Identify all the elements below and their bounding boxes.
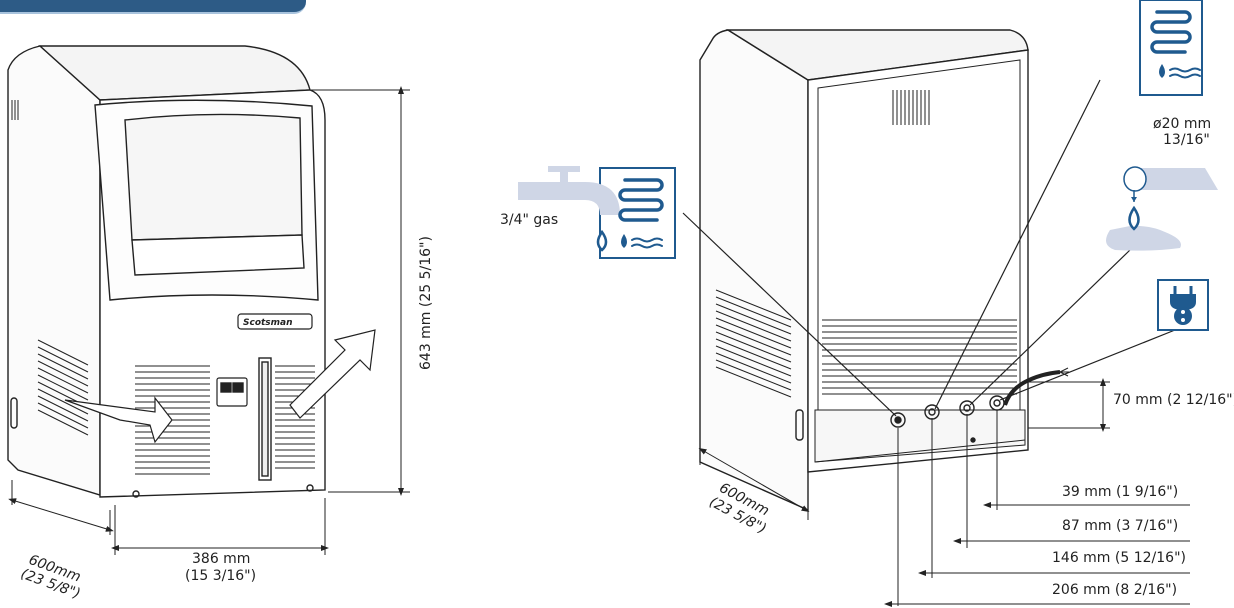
rear-leaders xyxy=(682,79,1176,417)
rear-unit xyxy=(699,29,1069,512)
power-plug-icon xyxy=(1157,279,1209,331)
rear-dimensions xyxy=(698,378,1190,607)
offset-label-39: 39 mm (1 9/16") xyxy=(1062,484,1179,500)
drain-label: ø20 mm xyxy=(1153,116,1212,132)
front-height-label: 643 mm (25 5/16") xyxy=(418,236,434,370)
front-width-imperial-label: (15 3/16") xyxy=(185,568,257,584)
front-width-label: 386 mm xyxy=(192,551,251,567)
front-dimensions xyxy=(8,86,410,555)
offset-label-146: 146 mm (5 12/16") xyxy=(1052,550,1186,566)
header-tab xyxy=(0,0,306,14)
condenser-coil-icon xyxy=(1139,0,1203,96)
drain-pipe-icon xyxy=(1106,166,1218,251)
base-height-label: 70 mm (2 12/16") xyxy=(1113,392,1234,408)
front-unit xyxy=(7,45,376,498)
offset-label-87: 87 mm (3 7/16") xyxy=(1062,518,1179,534)
drain-imperial-label: 13/16" xyxy=(1163,132,1210,148)
inlet-label: 3/4" gas xyxy=(500,212,559,228)
brand-badge: Scotsman xyxy=(243,318,293,328)
offset-label-206: 206 mm (8 2/16") xyxy=(1052,582,1178,598)
water-tap-icon xyxy=(518,166,676,259)
